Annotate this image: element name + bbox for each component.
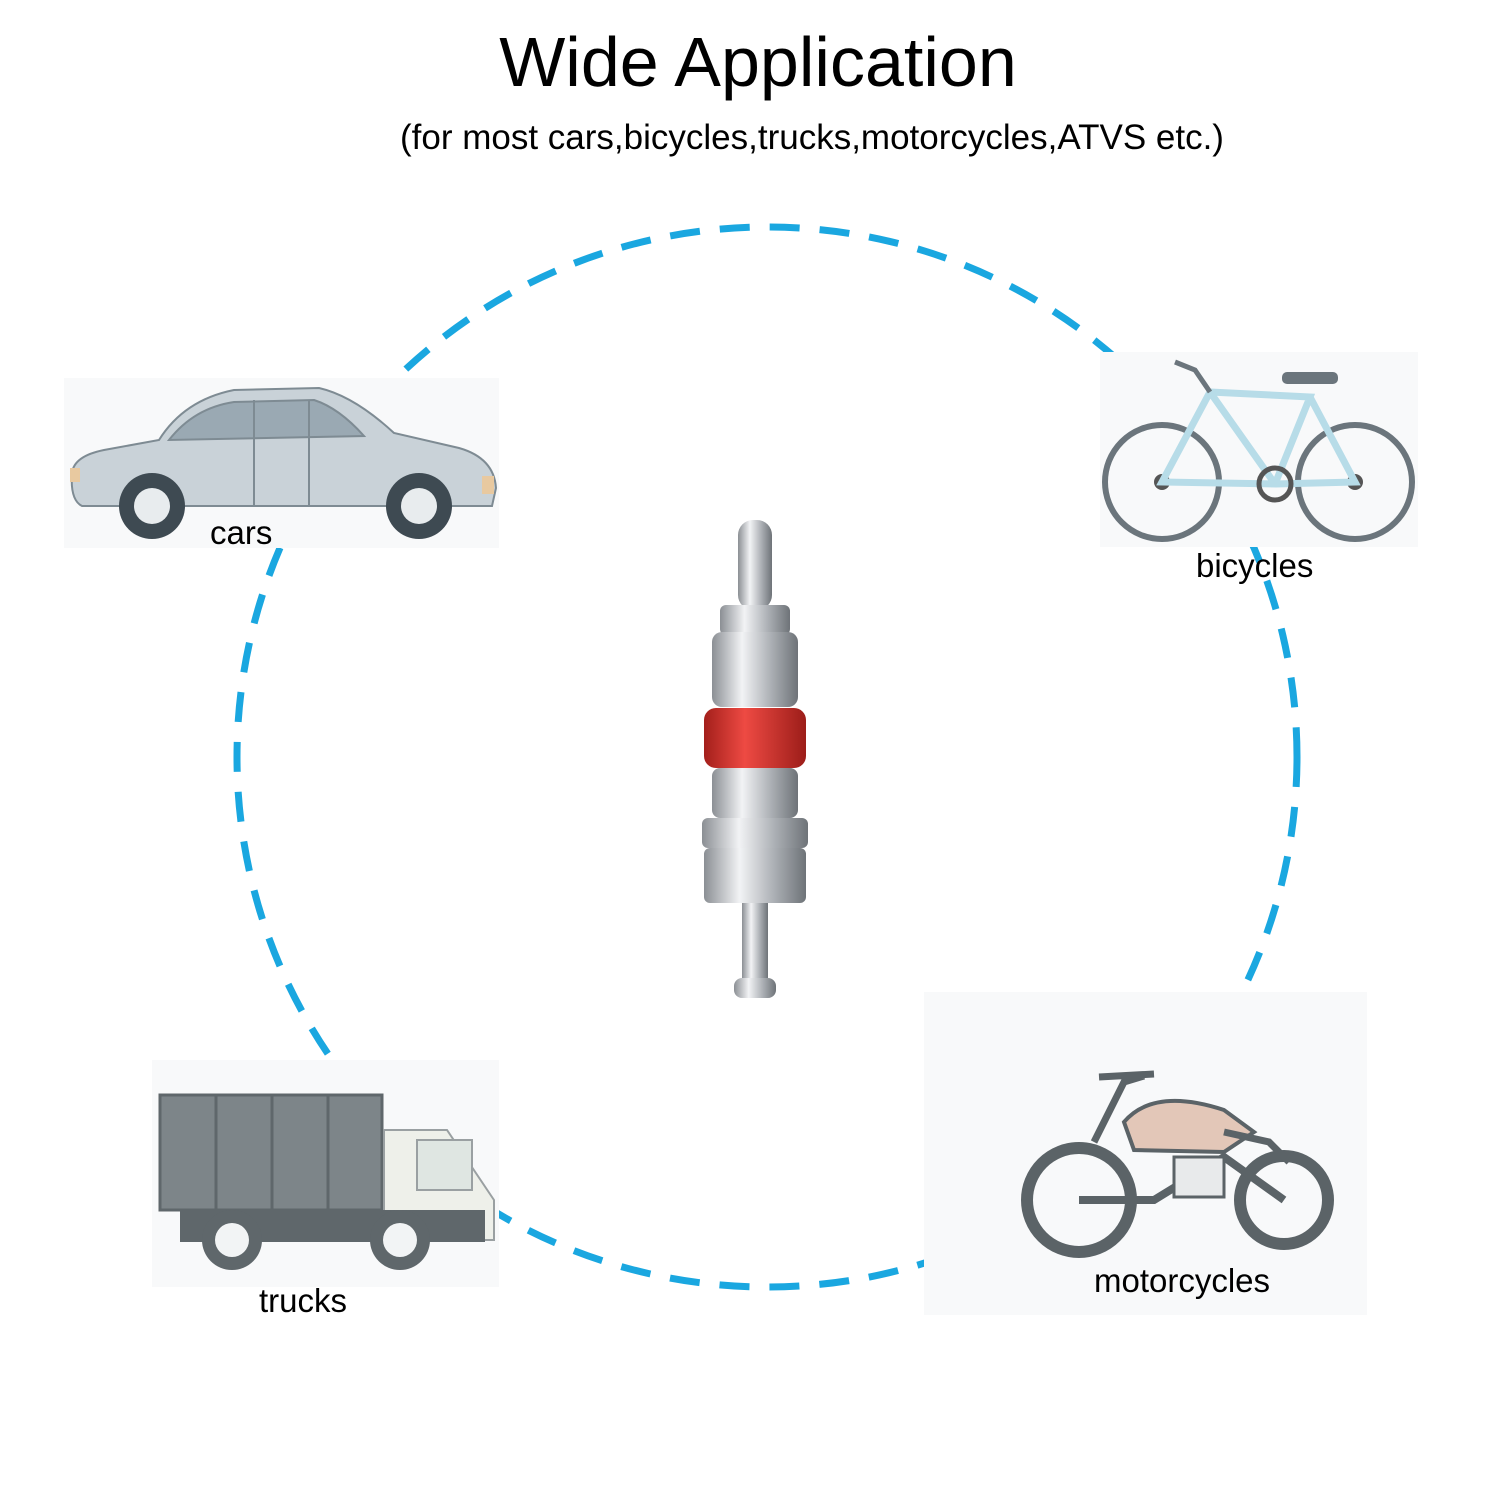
page-subtitle: (for most cars,bicycles,trucks,motorcycl…	[400, 118, 1224, 157]
trucks-label: trucks	[259, 1282, 348, 1319]
cars-card: cars	[64, 378, 499, 551]
car-icon	[70, 386, 498, 539]
motorcycles-label: motorcycles	[1094, 1262, 1271, 1299]
trucks-card: trucks	[152, 1060, 499, 1319]
bicycles-card: bicycles	[1100, 352, 1418, 584]
cars-label: cars	[210, 514, 273, 551]
motorcycle-icon	[1021, 1070, 1334, 1258]
valve-core-image	[702, 520, 808, 998]
bicycle-icon	[1102, 359, 1415, 542]
bicycles-label: bicycles	[1196, 547, 1314, 584]
truck-icon	[158, 1093, 495, 1270]
motorcycles-card: motorcycles	[924, 992, 1367, 1315]
page-title: Wide Application	[499, 23, 1017, 101]
